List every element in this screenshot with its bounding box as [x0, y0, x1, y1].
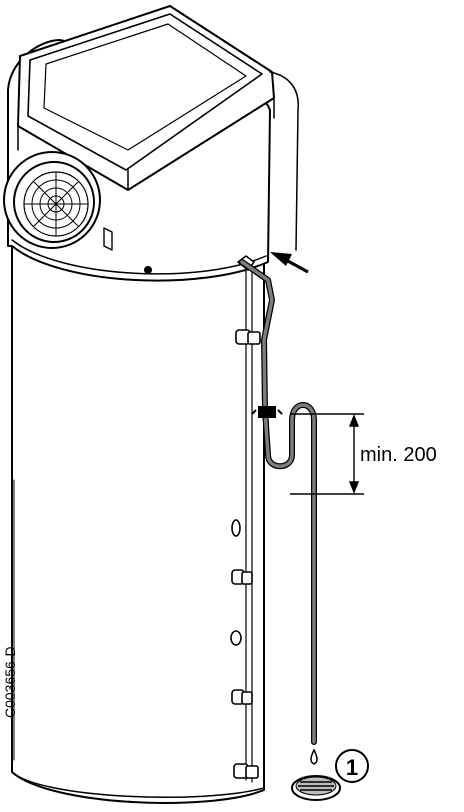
- pipe-connection-5: [231, 689, 253, 705]
- fan-grille: [3, 151, 101, 249]
- reference-code: C003656-D: [2, 646, 18, 718]
- pointer-arrow-icon: [270, 252, 309, 274]
- hose-clip-tab: [251, 409, 283, 415]
- indicator-dot: [144, 266, 152, 274]
- side-bracket: [103, 227, 113, 251]
- callout-number: 1: [346, 755, 358, 780]
- dimension-indicator: [290, 413, 364, 495]
- condensate-hose: [239, 259, 317, 745]
- water-drip-icon: [310, 748, 318, 765]
- top-cover: [17, 5, 299, 251]
- pipe-connection-4: [230, 630, 242, 646]
- pipe-connection-1: [235, 329, 261, 345]
- dimension-label: min. 200: [360, 444, 437, 466]
- floor-drain-icon: [291, 775, 341, 801]
- pipe-connection-6: [233, 763, 259, 779]
- pipe-connection-3: [231, 569, 253, 585]
- hose-clip: [258, 406, 276, 418]
- water-tank-cylinder: [11, 245, 265, 804]
- callout-circle: [335, 749, 369, 783]
- pipe-connection-2: [231, 519, 241, 537]
